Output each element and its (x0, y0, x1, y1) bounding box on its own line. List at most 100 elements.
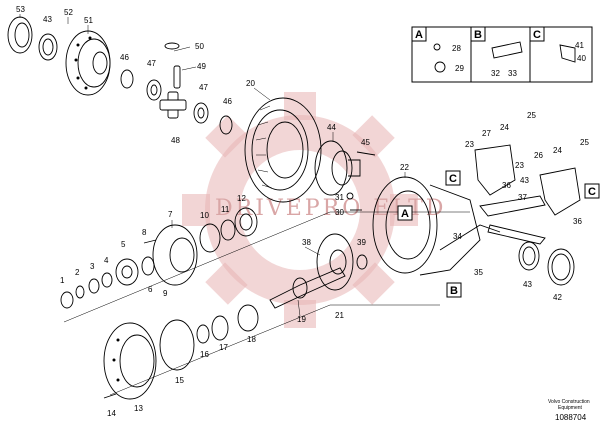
callout-16: 16 (200, 350, 209, 359)
part-37-bracket (479, 195, 546, 217)
callout-8: 8 (142, 228, 147, 237)
watermark-gear-icon (182, 92, 418, 328)
footer-brand: Volvo Construction (548, 399, 590, 405)
part-4 (101, 272, 113, 288)
callout-15: 15 (175, 376, 184, 385)
callout-19: 19 (297, 315, 306, 324)
part-46-washer (120, 69, 134, 89)
footer-code: 1088704 (555, 413, 587, 422)
callout-29: 29 (455, 64, 464, 73)
callout-35: 35 (474, 268, 483, 277)
callout-26: 26 (534, 151, 543, 160)
part-40 (559, 44, 576, 63)
callout-14: 14 (107, 409, 116, 418)
callout-36-b: 36 (573, 217, 582, 226)
part-46-washer-b (219, 115, 233, 135)
ref-c-box-1: C (445, 170, 461, 186)
callout-25-a: 25 (527, 111, 536, 120)
callout-43-c: 43 (523, 280, 532, 289)
part-39-ring (356, 254, 368, 270)
callout-7: 7 (168, 210, 173, 219)
part-1 (60, 291, 74, 309)
ref-a-text: A (401, 208, 409, 220)
callout-12: 12 (237, 194, 246, 203)
part-43-bearing (38, 33, 58, 61)
footer: Volvo Construction Equipment 1088704 (548, 399, 590, 422)
callout-46-b: 46 (223, 97, 232, 106)
part-53-ring (7, 16, 33, 54)
part-50-cap (164, 42, 180, 50)
ref-b-box: B (446, 282, 462, 298)
callout-47-b: 47 (199, 83, 208, 92)
footer-sub: Equipment (558, 405, 583, 411)
part-35-bracket (487, 224, 546, 245)
callout-38: 38 (302, 238, 311, 247)
inset-c-label: C (533, 29, 541, 41)
callout-labels: 53 52 43 51 46 47 50 49 47 46 48 20 44 4… (16, 5, 589, 418)
part-19-pinion (269, 267, 346, 309)
callout-30: 30 (335, 208, 344, 217)
callout-39: 39 (357, 238, 366, 247)
part-11 (220, 219, 236, 241)
assembly-outline-lower (109, 304, 440, 396)
callout-5: 5 (121, 240, 126, 249)
callout-23-b: 23 (515, 161, 524, 170)
part-26-cap (539, 167, 581, 216)
inset-a-label: A (415, 29, 423, 41)
callout-31: 31 (335, 193, 344, 202)
inset-box-c: C 41 40 (529, 26, 593, 83)
part-5-sun-gear (115, 258, 139, 286)
callout-4: 4 (104, 256, 109, 265)
part-14-bolt (103, 393, 117, 399)
part-10-ring (199, 223, 221, 253)
callout-28: 28 (452, 44, 461, 53)
callout-51: 51 (84, 16, 93, 25)
ref-a-box: A (397, 205, 413, 221)
part-38-flange (316, 233, 354, 291)
callout-17: 17 (219, 343, 228, 352)
callout-6: 6 (148, 285, 153, 294)
callout-36-a: 36 (502, 181, 511, 190)
callout-24-b: 24 (553, 146, 562, 155)
part-51-hub (65, 30, 111, 96)
callout-46-a: 46 (120, 53, 129, 62)
part-28 (433, 43, 441, 51)
part-27-cap (474, 144, 516, 196)
part-8-bolt (143, 239, 157, 244)
part-6 (141, 256, 155, 276)
part-43-seal-right-inner (522, 246, 536, 266)
callout-24-a: 24 (500, 123, 509, 132)
part-47-bearing (146, 79, 209, 124)
callout-21: 21 (335, 311, 344, 320)
assembly-outline (63, 211, 470, 323)
callout-49: 49 (197, 62, 206, 71)
callout-45: 45 (361, 138, 370, 147)
callout-2: 2 (75, 268, 80, 277)
inset-box-a: A 28 29 (411, 26, 472, 83)
callout-22: 22 (400, 163, 409, 172)
callout-3: 3 (90, 262, 95, 271)
callout-43-b: 43 (520, 176, 529, 185)
callout-13: 13 (134, 404, 143, 413)
callout-50: 50 (195, 42, 204, 51)
part-18 (237, 304, 259, 332)
callout-11: 11 (221, 205, 230, 214)
part-12-bearing (234, 207, 258, 237)
part-45-bolt (356, 151, 376, 156)
part-20-crown-wheel (244, 97, 322, 203)
part-3 (88, 278, 100, 294)
inset-box-b: B 32 33 (470, 26, 531, 83)
callout-20: 20 (246, 79, 255, 88)
part-13-hub (103, 322, 157, 400)
callout-43-a: 43 (43, 15, 52, 24)
callout-34: 34 (453, 232, 462, 241)
ref-c2-text: C (588, 186, 596, 198)
callout-9: 9 (163, 289, 168, 298)
callout-40: 40 (577, 54, 586, 63)
callout-25-b: 25 (580, 138, 589, 147)
part-7-carrier (152, 224, 198, 286)
part-42-ring (547, 248, 575, 286)
part-16 (196, 324, 210, 344)
callout-32: 32 (491, 69, 500, 78)
